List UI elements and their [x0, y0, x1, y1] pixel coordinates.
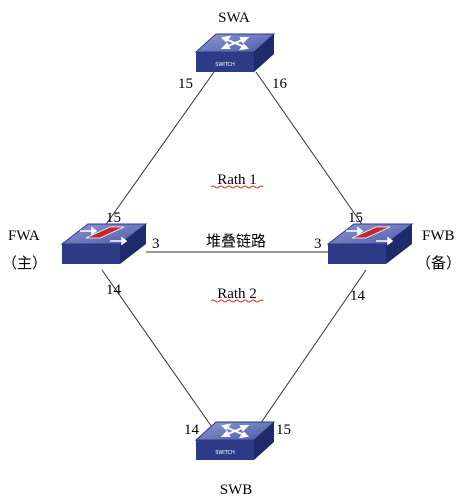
links [101, 71, 367, 431]
label-fwa-role: （主） [2, 254, 47, 272]
firewall-arrows-icon [346, 226, 394, 246]
switch-swb: SWITCH [194, 421, 276, 460]
port-fwb-stack: 3 [314, 236, 322, 252]
firewall-bar-icon [351, 226, 391, 239]
switch-swa: SWITCH [194, 33, 276, 72]
label-fwa: FWA [8, 228, 40, 244]
port-fwa-swb: 14 [106, 282, 122, 298]
label-path-1: Rath 1 [217, 172, 257, 188]
firewall-bar-icon [85, 226, 125, 239]
swa-badge: SWITCH [215, 62, 235, 68]
firewall-fwa [60, 223, 148, 264]
path-2-underline [210, 299, 264, 303]
label-swb: SWB [220, 482, 253, 498]
label-fwb: FWB [422, 228, 455, 244]
path-1-underline [210, 185, 264, 189]
port-swa-fwa: 15 [178, 76, 193, 92]
link-fwa-swb [101, 269, 215, 431]
port-fwa-stack: 3 [152, 236, 160, 252]
label-swa: SWA [218, 10, 250, 26]
switch-arrows-icon [220, 35, 250, 51]
label-fwb-role: （备） [416, 254, 461, 272]
label-stack-link: 堆叠链路 [206, 232, 266, 250]
port-swa-fwb: 16 [272, 76, 288, 92]
link-fwb-swb [255, 269, 367, 431]
link-fwb-swa [255, 71, 367, 231]
switch-arrows-icon [220, 423, 250, 439]
firewall-arrows-icon [80, 226, 128, 246]
port-swb-fwa: 14 [184, 422, 200, 438]
port-fwb-swb: 14 [350, 288, 366, 304]
port-fwb-swa: 15 [348, 210, 363, 226]
label-path-2: Rath 2 [217, 286, 257, 302]
firewall-fwb [326, 223, 414, 264]
port-swb-fwb: 15 [276, 422, 291, 438]
swb-badge: SWITCH [215, 450, 235, 456]
link-fwa-swa [101, 71, 215, 231]
port-fwa-swa: 15 [106, 210, 121, 226]
